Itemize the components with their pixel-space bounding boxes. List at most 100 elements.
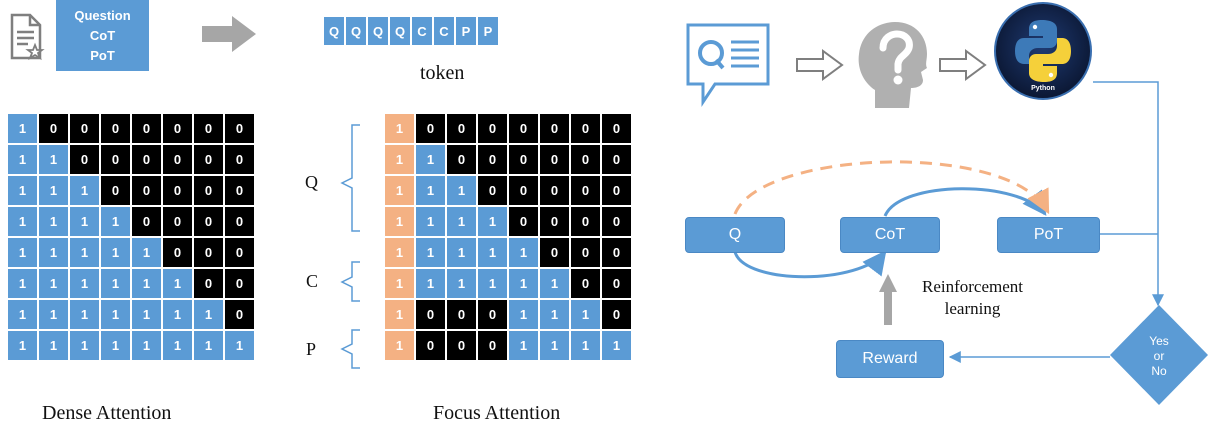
- matrix-cell: 0: [132, 145, 161, 174]
- matrix-cell: 1: [447, 207, 476, 236]
- matrix-cell: 1: [194, 331, 223, 360]
- matrix-cell: 1: [478, 207, 507, 236]
- matrix-cell: 0: [447, 300, 476, 329]
- document-icon: [10, 13, 45, 61]
- matrix-cell: 1: [416, 207, 445, 236]
- matrix-cell: 0: [540, 114, 569, 143]
- matrix-cell: 1: [70, 300, 99, 329]
- matrix-cell: 0: [540, 176, 569, 205]
- matrix-cell: 0: [416, 331, 445, 360]
- matrix-cell: 1: [8, 114, 37, 143]
- matrix-cell: 0: [225, 176, 254, 205]
- matrix-cell: 0: [571, 207, 600, 236]
- matrix-cell: 0: [571, 176, 600, 205]
- token-cell: Q: [368, 17, 388, 45]
- matrix-cell: 1: [602, 331, 631, 360]
- cot-to-pot-curve: [883, 187, 1047, 217]
- token-cell: C: [412, 17, 432, 45]
- matrix-cell: 0: [478, 176, 507, 205]
- matrix-cell: 1: [571, 300, 600, 329]
- matrix-cell: 1: [8, 238, 37, 267]
- matrix-cell: 1: [70, 207, 99, 236]
- matrix-cell: 1: [540, 331, 569, 360]
- matrix-cell: 0: [509, 176, 538, 205]
- matrix-cell: 1: [8, 300, 37, 329]
- matrix-cell: 1: [132, 331, 161, 360]
- matrix-cell: 1: [509, 238, 538, 267]
- matrix-cell: 1: [194, 300, 223, 329]
- token-cell: P: [478, 17, 498, 45]
- hollow-arrow-icon: [796, 49, 844, 81]
- matrix-cell: 1: [509, 269, 538, 298]
- matrix-cell: 0: [571, 114, 600, 143]
- matrix-cell: 1: [70, 331, 99, 360]
- matrix-cell: 1: [385, 300, 414, 329]
- decision-text: Yes or No: [1140, 334, 1178, 379]
- matrix-cell: 1: [385, 207, 414, 236]
- bracket-p: [340, 329, 360, 369]
- flow-q-box: Q: [685, 217, 785, 253]
- matrix-cell: 0: [194, 114, 223, 143]
- matrix-cell: 0: [602, 114, 631, 143]
- matrix-cell: 0: [101, 114, 130, 143]
- q-to-cot-curve: [733, 250, 887, 279]
- matrix-cell: 1: [478, 269, 507, 298]
- matrix-cell: 0: [478, 145, 507, 174]
- token-label: token: [420, 62, 465, 84]
- matrix-cell: 1: [132, 300, 161, 329]
- matrix-cell: 0: [70, 114, 99, 143]
- token-cell: C: [434, 17, 454, 45]
- matrix-cell: 0: [571, 269, 600, 298]
- matrix-cell: 0: [447, 114, 476, 143]
- matrix-cell: 1: [8, 176, 37, 205]
- matrix-cell: 1: [101, 207, 130, 236]
- decision-line: No: [1151, 364, 1167, 378]
- matrix-cell: 1: [447, 269, 476, 298]
- thinking-head-icon: [858, 22, 927, 108]
- matrix-cell: 1: [70, 238, 99, 267]
- python-logo-text: Python: [1031, 85, 1055, 92]
- matrix-cell: 0: [194, 176, 223, 205]
- group-label-q: Q: [305, 172, 318, 192]
- matrix-cell: 1: [101, 238, 130, 267]
- matrix-cell: 0: [602, 300, 631, 329]
- matrix-cell: 0: [194, 269, 223, 298]
- q-to-pot-dashed-curve: [733, 160, 1050, 215]
- matrix-cell: 1: [385, 176, 414, 205]
- rl-label: Reinforcement learning: [922, 276, 1023, 320]
- matrix-cell: 0: [225, 269, 254, 298]
- matrix-cell: 0: [70, 145, 99, 174]
- decision-diamond: [1110, 305, 1208, 405]
- matrix-cell: 1: [8, 331, 37, 360]
- matrix-cell: 1: [163, 269, 192, 298]
- question-cot-pot-box: Question CoT PoT: [56, 0, 149, 71]
- matrix-cell: 1: [39, 145, 68, 174]
- matrix-cell: 1: [101, 331, 130, 360]
- matrix-cell: 0: [540, 145, 569, 174]
- flow-pot-label: PoT: [1033, 226, 1064, 243]
- matrix-cell: 0: [132, 176, 161, 205]
- question-box-line: Question: [74, 7, 131, 23]
- matrix-cell: 0: [194, 238, 223, 267]
- decision-line: Yes: [1149, 334, 1169, 348]
- matrix-cell: 0: [571, 238, 600, 267]
- flow-cot-box: CoT: [840, 217, 940, 253]
- matrix-cell: 1: [571, 331, 600, 360]
- matrix-cell: 1: [39, 331, 68, 360]
- bracket-q: [340, 124, 360, 232]
- matrix-cell: 0: [509, 145, 538, 174]
- matrix-cell: 1: [540, 269, 569, 298]
- matrix-cell: 1: [8, 207, 37, 236]
- matrix-cell: 1: [70, 176, 99, 205]
- matrix-cell: 1: [101, 269, 130, 298]
- matrix-cell: 0: [602, 207, 631, 236]
- matrix-cell: 0: [163, 238, 192, 267]
- right-arrow-icon: [202, 16, 256, 52]
- matrix-cell: 0: [101, 145, 130, 174]
- matrix-cell: 0: [416, 114, 445, 143]
- matrix-cell: 1: [385, 145, 414, 174]
- group-label-c: C: [306, 271, 319, 291]
